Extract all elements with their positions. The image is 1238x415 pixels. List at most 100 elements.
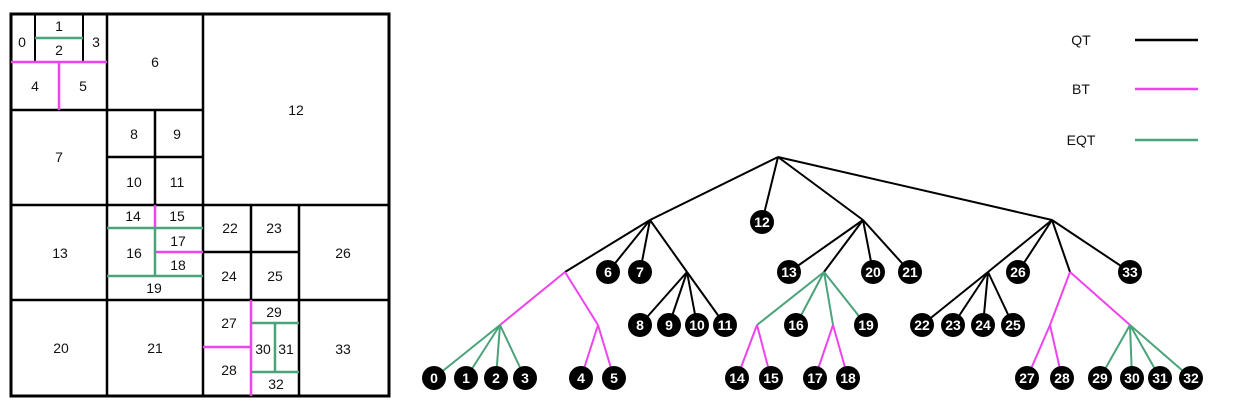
tree-edge-qt <box>777 156 864 221</box>
partition-label-18: 18 <box>170 257 186 273</box>
tree-node-32: 32 <box>1179 366 1203 390</box>
tree-node-circle <box>685 313 709 337</box>
tree-node-17: 17 <box>803 366 827 390</box>
tree-node-circle <box>657 313 681 337</box>
legend-item-qt: QT <box>1071 32 1198 48</box>
legend-item-bt: BT <box>1072 81 1198 97</box>
tree-node-circle <box>1088 366 1112 390</box>
partition-label-5: 5 <box>79 78 87 94</box>
tree-edge-qt <box>788 219 864 273</box>
tree-node-circle <box>777 260 801 284</box>
partition-label-19: 19 <box>146 280 162 296</box>
tree-node-circle <box>725 366 749 390</box>
tree-node-28: 28 <box>1050 366 1074 390</box>
tree-edge-qt <box>823 219 864 273</box>
partition-label-26: 26 <box>335 245 351 261</box>
tree-node-26: 26 <box>1006 260 1030 284</box>
tree-node-label: 17 <box>807 370 823 386</box>
partition-label-31: 31 <box>278 341 294 357</box>
partition-label-0: 0 <box>18 34 26 50</box>
tree-node-circle <box>569 366 593 390</box>
tree-node-label: 1 <box>462 370 470 386</box>
tree-node-label: 22 <box>914 317 930 333</box>
tree-node-label: 29 <box>1092 370 1108 386</box>
tree-node-circle <box>1120 366 1144 390</box>
tree-node-8: 8 <box>628 313 652 337</box>
tree-node-4: 4 <box>569 366 593 390</box>
tree-node-circle <box>1118 260 1142 284</box>
partition-label-9: 9 <box>173 126 181 142</box>
tree-edge-qt <box>777 156 1053 221</box>
partition-label-28: 28 <box>221 362 237 378</box>
legend-item-eqt: EQT <box>1067 132 1198 148</box>
tree-node-33: 33 <box>1118 260 1142 284</box>
partition-label-27: 27 <box>221 315 237 331</box>
tree-node-label: 19 <box>858 317 874 333</box>
tree-node-31: 31 <box>1148 366 1172 390</box>
partition-label-3: 3 <box>92 34 100 50</box>
tree-edge-eqt <box>433 324 501 379</box>
tree-edge-bt <box>499 271 566 326</box>
partition-label-12: 12 <box>288 102 304 118</box>
tree-node-label: 15 <box>763 370 779 386</box>
partition-label-4: 4 <box>31 78 39 94</box>
tree-node-label: 20 <box>865 264 881 280</box>
tree-node-circle <box>759 366 783 390</box>
tree-edge-eqt <box>1129 324 1192 379</box>
tree-node-circle <box>713 313 737 337</box>
tree-edge-bt <box>564 271 599 326</box>
partition-label-13: 13 <box>52 245 68 261</box>
tree-node-12: 12 <box>750 210 774 234</box>
tree-node-circle <box>784 313 808 337</box>
partition-bt-lines <box>11 60 253 396</box>
tree-edge-qt <box>649 156 779 221</box>
tree-edge-qt <box>1051 219 1071 273</box>
tree-node-circle <box>454 366 478 390</box>
tree-edge-qt <box>564 219 651 273</box>
tree-node-27: 27 <box>1015 366 1039 390</box>
tree-node-label: 3 <box>521 370 529 386</box>
tree-node-label: 33 <box>1122 264 1138 280</box>
tree-node-circle <box>971 313 995 337</box>
tree-node-label: 18 <box>840 370 856 386</box>
partition-label-1: 1 <box>55 18 63 34</box>
tree-node-circle <box>628 313 652 337</box>
partition-eqt-lines <box>35 36 299 374</box>
tree-node-circle <box>941 313 965 337</box>
partition-label-20: 20 <box>53 340 69 356</box>
tree-node-circle <box>1001 313 1025 337</box>
tree-node-label: 32 <box>1183 370 1199 386</box>
tree-node-label: 24 <box>975 317 991 333</box>
partition-label-21: 21 <box>147 340 163 356</box>
tree-node-20: 20 <box>861 260 885 284</box>
tree-edge-eqt <box>823 271 834 326</box>
tree-node-15: 15 <box>759 366 783 390</box>
partition-label-10: 10 <box>126 174 142 190</box>
tree-node-0: 0 <box>422 366 446 390</box>
partition-label-17: 17 <box>170 233 186 249</box>
tree-node-14: 14 <box>725 366 749 390</box>
tree-node-label: 26 <box>1010 264 1026 280</box>
tree-node-5: 5 <box>602 366 626 390</box>
legend-label: EQT <box>1067 132 1096 148</box>
partition-label-23: 23 <box>266 220 282 236</box>
tree-edge-qt <box>987 219 1053 273</box>
tree-node-label: 25 <box>1005 317 1021 333</box>
tree-node-label: 6 <box>604 264 612 280</box>
partition-label-14: 14 <box>125 208 141 224</box>
tree-node-circle <box>750 210 774 234</box>
tree-node-13: 13 <box>777 260 801 284</box>
tree-node-label: 0 <box>430 370 438 386</box>
tree-node-3: 3 <box>513 366 537 390</box>
partition-label-11: 11 <box>170 174 185 190</box>
tree-node-label: 30 <box>1124 370 1140 386</box>
tree-node-label: 10 <box>689 317 705 333</box>
partition-label-25: 25 <box>267 268 283 284</box>
tree-node-circle <box>1006 260 1030 284</box>
partition-label-16: 16 <box>126 245 142 261</box>
tree-node-circle <box>422 366 446 390</box>
tree-node-16: 16 <box>784 313 808 337</box>
tree-node-label: 27 <box>1019 370 1035 386</box>
